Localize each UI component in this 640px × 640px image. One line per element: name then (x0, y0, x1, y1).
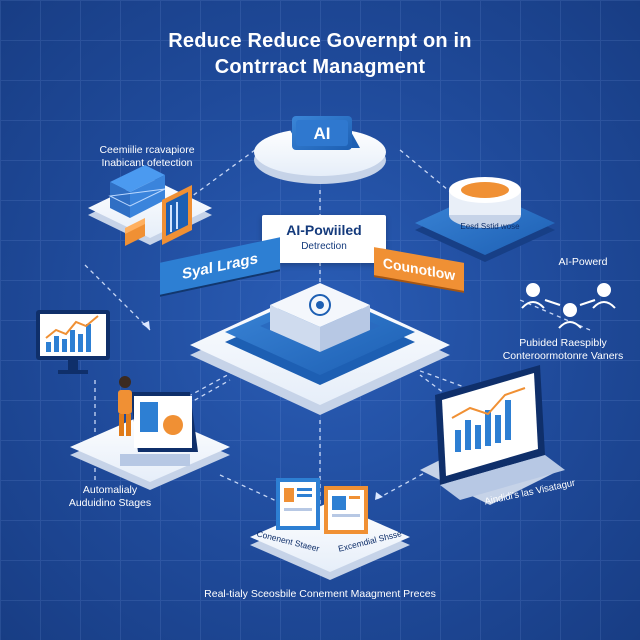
orange-files-icon (125, 218, 145, 246)
server-platform (88, 165, 212, 246)
user-avatar-icon (163, 415, 183, 435)
drum-platform (415, 177, 555, 262)
ai-badge-text: AI (313, 124, 331, 143)
footer-caption: Real-tialy Sceosbile Conement Maagment P… (204, 588, 436, 600)
document-cards-platform (250, 478, 410, 580)
central-hub-platform (190, 283, 450, 415)
gear-icon (309, 294, 331, 316)
top-left-label: Ceemiilie rcavapiore Inabicant ofetectio… (99, 144, 195, 170)
analytics-laptop-platform (420, 365, 565, 505)
server-stack-icon (108, 165, 166, 218)
drum-lid-icon (461, 182, 509, 198)
left-stages-label: Automalialy Auduidino Stages (68, 484, 152, 510)
people-group-icon (521, 283, 616, 329)
monitor-chart-icon (36, 310, 110, 374)
ai-powered-detection-callout: AI-Powiiled Detrection (262, 215, 386, 263)
agent-workstation-platform (70, 376, 230, 490)
callout-title: AI-Powiiled (286, 222, 362, 238)
document-card-left (276, 478, 320, 530)
callout-subtitle: Detrection (301, 241, 347, 252)
ai-platform (254, 116, 386, 184)
document-card-right (324, 486, 368, 534)
drum-label: Eesd Sstid wose (460, 222, 520, 231)
title-line-2: Contrract Managment (214, 56, 426, 78)
right-description-label: Pubided Raespibly Conteroormotonre Vaner… (502, 337, 624, 363)
person-icon (118, 376, 132, 436)
title-line-1: Reduce Reduce Governpt on in (168, 30, 472, 52)
ai-powered-people-label: AI-Powerd (558, 256, 608, 268)
folder-panel-icon (162, 185, 192, 245)
